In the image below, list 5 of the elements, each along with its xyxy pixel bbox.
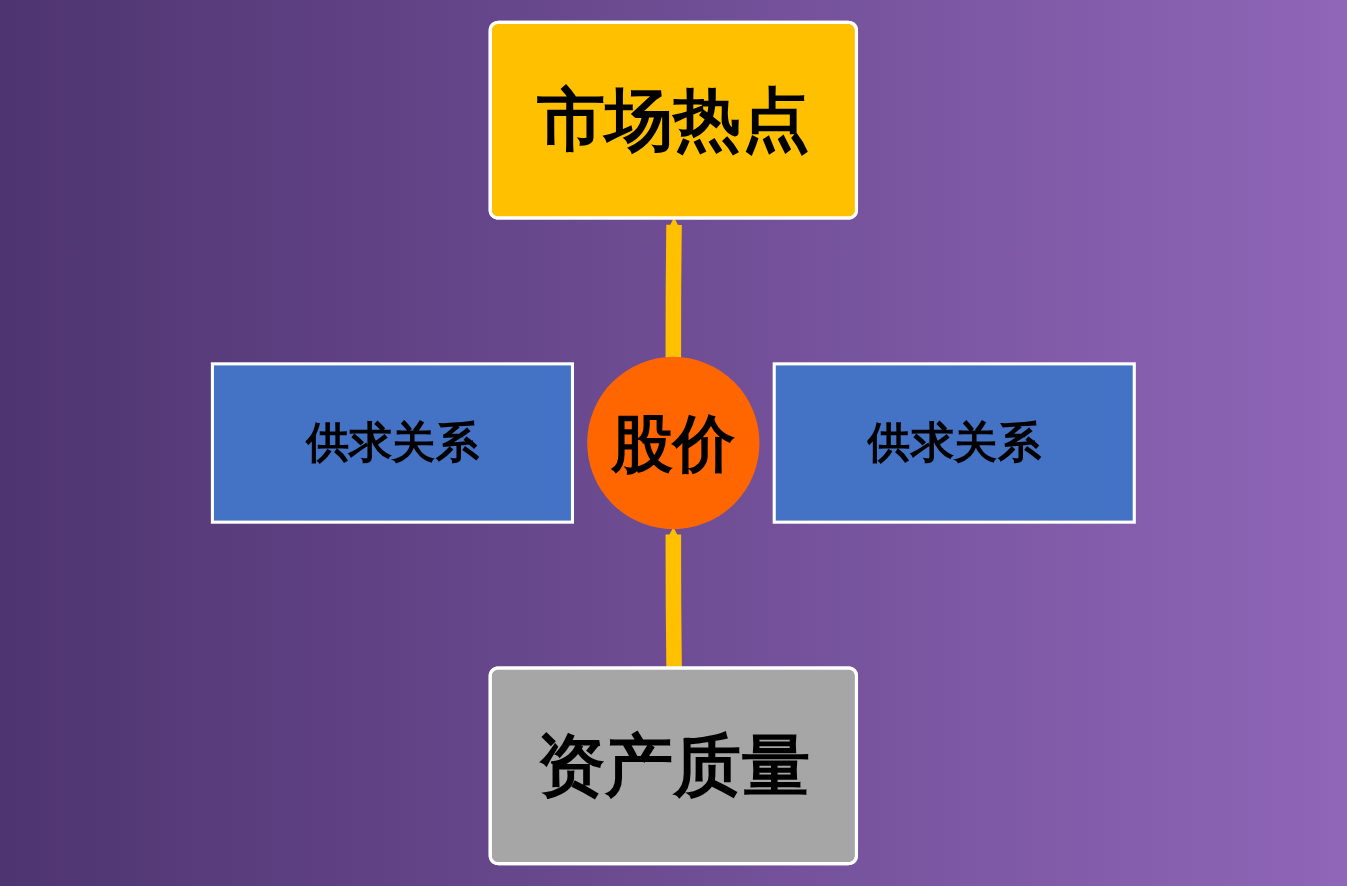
- node-box: 供求关系: [211, 362, 575, 524]
- arrow: [665, 527, 683, 669]
- node-box: 供求关系: [772, 362, 1136, 524]
- arrow: [665, 218, 682, 358]
- node-circle: 股价: [587, 356, 760, 530]
